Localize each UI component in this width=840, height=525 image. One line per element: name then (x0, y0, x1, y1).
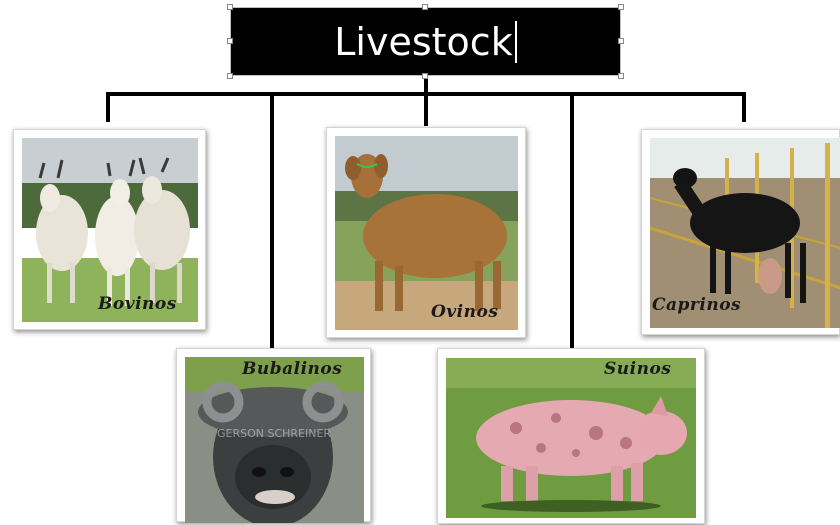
label-bubalinos: Bubalinos (242, 359, 342, 379)
connector-to-caprinos (742, 92, 746, 122)
resize-handle-top-right[interactable] (618, 4, 624, 10)
connector-to-suinos (570, 94, 574, 348)
card-caprinos[interactable]: Caprinos (641, 129, 840, 335)
photo-ovinos (335, 136, 518, 330)
label-ovinos: Ovinos (431, 302, 498, 322)
photo-suinos (446, 358, 696, 518)
connector-to-bovinos (106, 92, 110, 122)
resize-handle-middle-right[interactable] (618, 38, 624, 44)
photo-bubalinos (185, 357, 364, 523)
resize-handle-top-left[interactable] (227, 4, 233, 10)
connector-to-ovinos (424, 92, 428, 126)
resize-handle-bottom-center[interactable] (422, 73, 428, 79)
connector-to-bubalinos (270, 94, 274, 348)
title-text[interactable]: Livestock (334, 20, 512, 64)
text-cursor (515, 21, 517, 63)
card-suinos[interactable]: Suinos (437, 348, 705, 524)
title-box[interactable]: Livestock (230, 7, 621, 76)
label-bovinos: Bovinos (98, 294, 177, 314)
label-caprinos: Caprinos (652, 295, 741, 315)
resize-handle-top-center[interactable] (422, 4, 428, 10)
card-bovinos[interactable]: Bovinos (13, 129, 206, 330)
photo-watermark: GERSON SCHREINER (217, 427, 331, 440)
card-bubalinos[interactable]: GERSON SCHREINER Bubalinos (176, 348, 371, 522)
label-suinos: Suinos (604, 359, 671, 379)
card-ovinos[interactable]: Ovinos (326, 127, 526, 338)
resize-handle-middle-left[interactable] (227, 38, 233, 44)
resize-handle-bottom-left[interactable] (227, 73, 233, 79)
resize-handle-bottom-right[interactable] (618, 73, 624, 79)
